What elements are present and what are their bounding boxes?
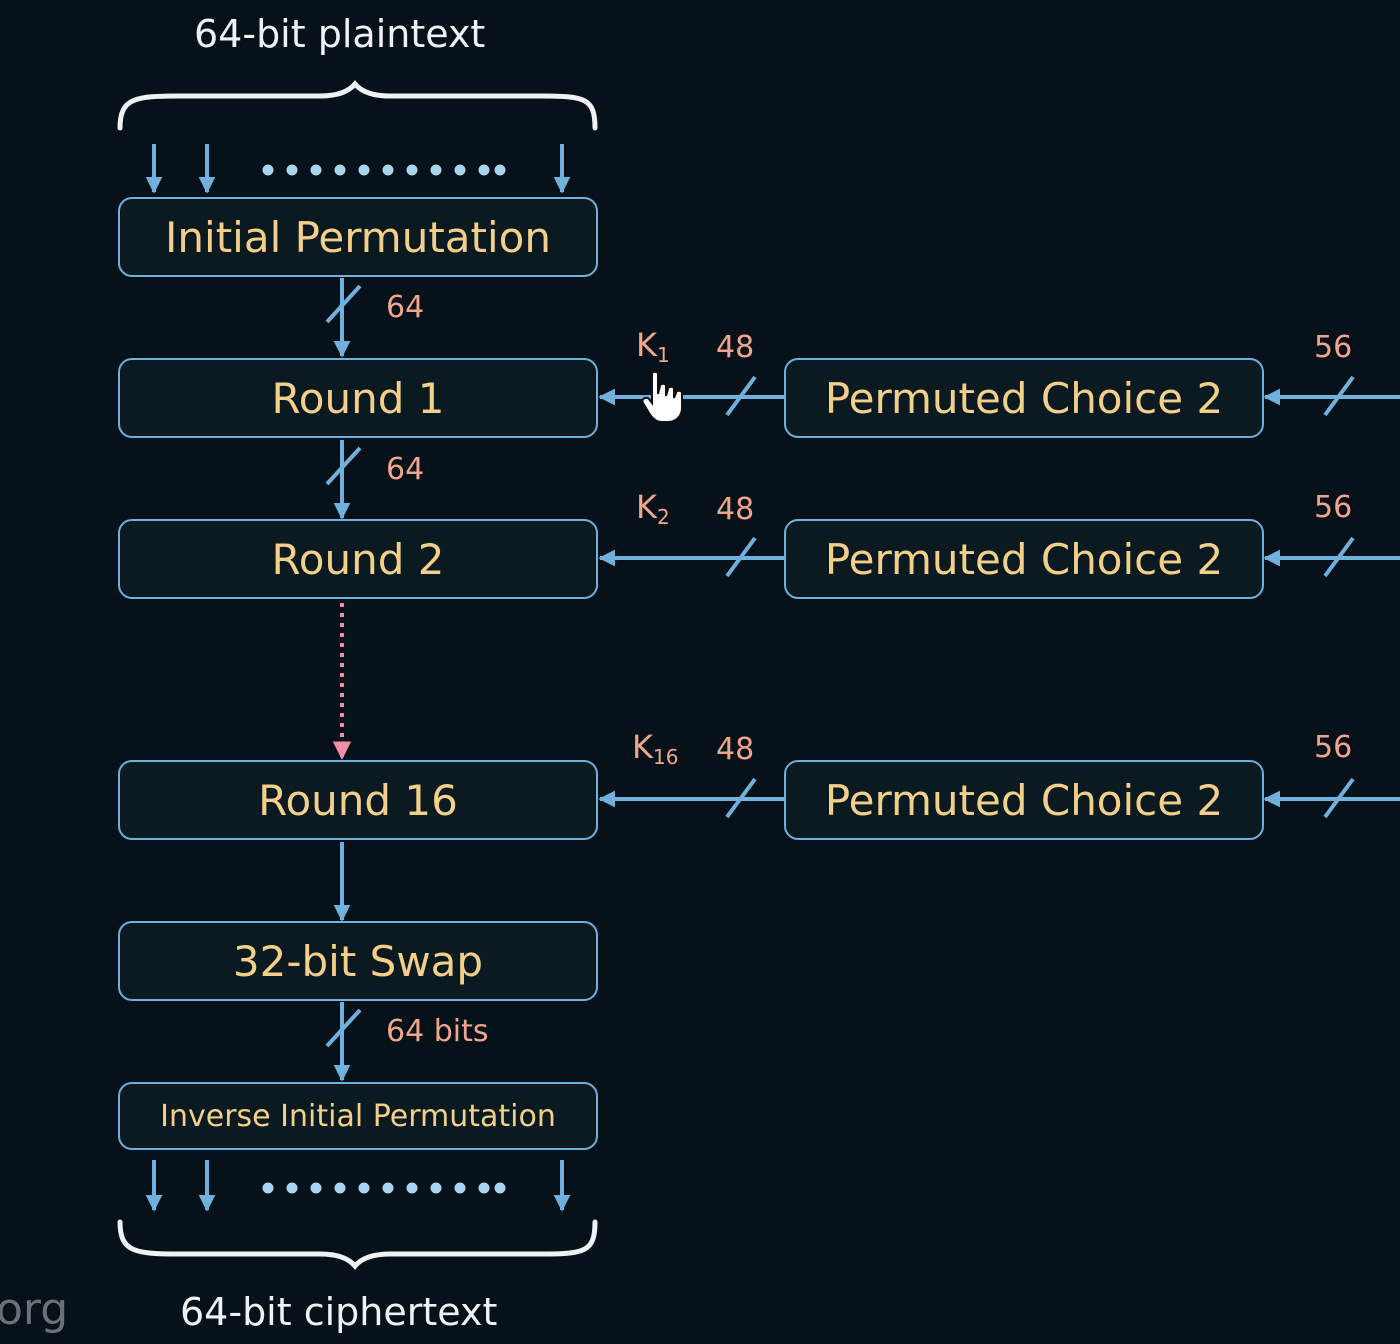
swap-box: 32-bit Swap — [118, 921, 598, 1001]
pc2-box-16: Permuted Choice 2 — [784, 760, 1264, 840]
watermark-text: org — [0, 1284, 69, 1335]
plaintext-ellipsis-dots — [262, 164, 506, 176]
subkey-width-1: 48 — [716, 330, 755, 365]
width-label-after-round1: 64 — [386, 452, 425, 487]
top-brace — [117, 80, 598, 131]
pc2-input-width-2: 56 — [1314, 490, 1353, 525]
ciphertext-ellipsis-dots — [262, 1182, 506, 1194]
hand-cursor-icon — [641, 370, 683, 423]
pc2-input-width-16: 56 — [1314, 730, 1353, 765]
width-slash-k1 — [725, 375, 757, 417]
round-1-box: Round 1 — [118, 358, 598, 438]
width-slash-k16 — [725, 777, 757, 819]
width-slash-pc2-input-2 — [1323, 536, 1355, 578]
width-slash-pc2-input-1 — [1323, 375, 1355, 417]
subkey-width-16: 48 — [716, 732, 755, 767]
inverse-initial-permutation-box: Inverse Initial Permutation — [118, 1082, 598, 1150]
width-slash-k2 — [725, 536, 757, 578]
ciphertext-output-arrows — [145, 1160, 571, 1212]
width-label-after-swap: 64 bits — [386, 1014, 489, 1049]
pc2-input-width-1: 56 — [1314, 330, 1353, 365]
width-slash-ip — [325, 284, 362, 324]
width-slash-pc2-input-16 — [1323, 777, 1355, 819]
subkey-label-1: K1 — [636, 326, 670, 367]
bottom-brace — [117, 1219, 598, 1270]
width-slash-round1 — [325, 446, 362, 486]
pc2-box-1: Permuted Choice 2 — [784, 358, 1264, 438]
subkey-width-2: 48 — [716, 492, 755, 527]
pc2-box-2: Permuted Choice 2 — [784, 519, 1264, 599]
subkey-label-16: K16 — [632, 728, 679, 769]
ciphertext-label: 64-bit ciphertext — [180, 1290, 498, 1334]
round-16-box: Round 16 — [118, 760, 598, 840]
width-slash-swap — [325, 1008, 362, 1048]
plaintext-label: 64-bit plaintext — [194, 12, 486, 56]
width-label-after-ip: 64 — [386, 290, 425, 325]
initial-permutation-box: Initial Permutation — [118, 197, 598, 277]
subkey-label-2: K2 — [636, 488, 670, 529]
round-2-box: Round 2 — [118, 519, 598, 599]
plaintext-input-arrows — [145, 144, 571, 194]
